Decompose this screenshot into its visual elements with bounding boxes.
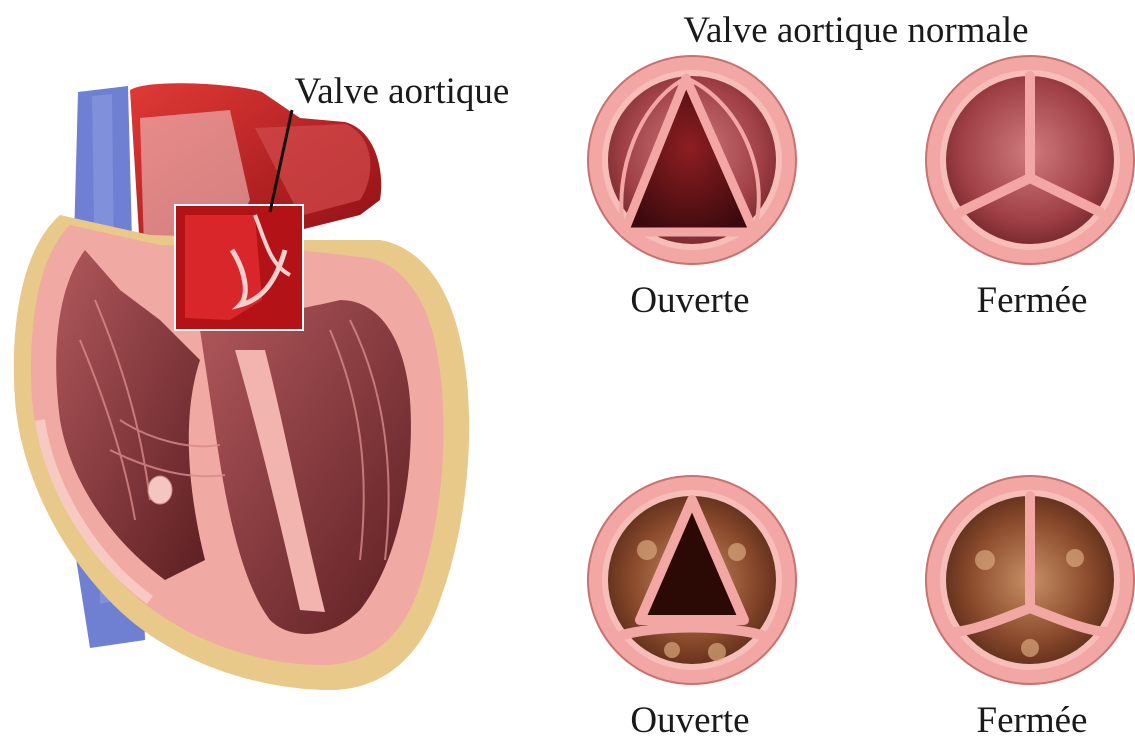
top-closed-label: Fermée bbox=[977, 280, 1088, 321]
bottom-open-label: Ouverte bbox=[630, 700, 749, 736]
normal-valve-closed bbox=[926, 56, 1134, 264]
stenotic-valve-open bbox=[588, 476, 796, 684]
top-open-label: Ouverte bbox=[630, 280, 749, 321]
bottom-closed-label: Fermée bbox=[977, 700, 1088, 736]
stenotic-valve-closed bbox=[926, 476, 1134, 684]
normal-valve-open bbox=[588, 56, 796, 264]
heart-illustration bbox=[14, 83, 469, 690]
heart-valve-label: Valve aortique bbox=[295, 71, 510, 112]
normal-valve-title: Valve aortique normale bbox=[683, 10, 1028, 51]
